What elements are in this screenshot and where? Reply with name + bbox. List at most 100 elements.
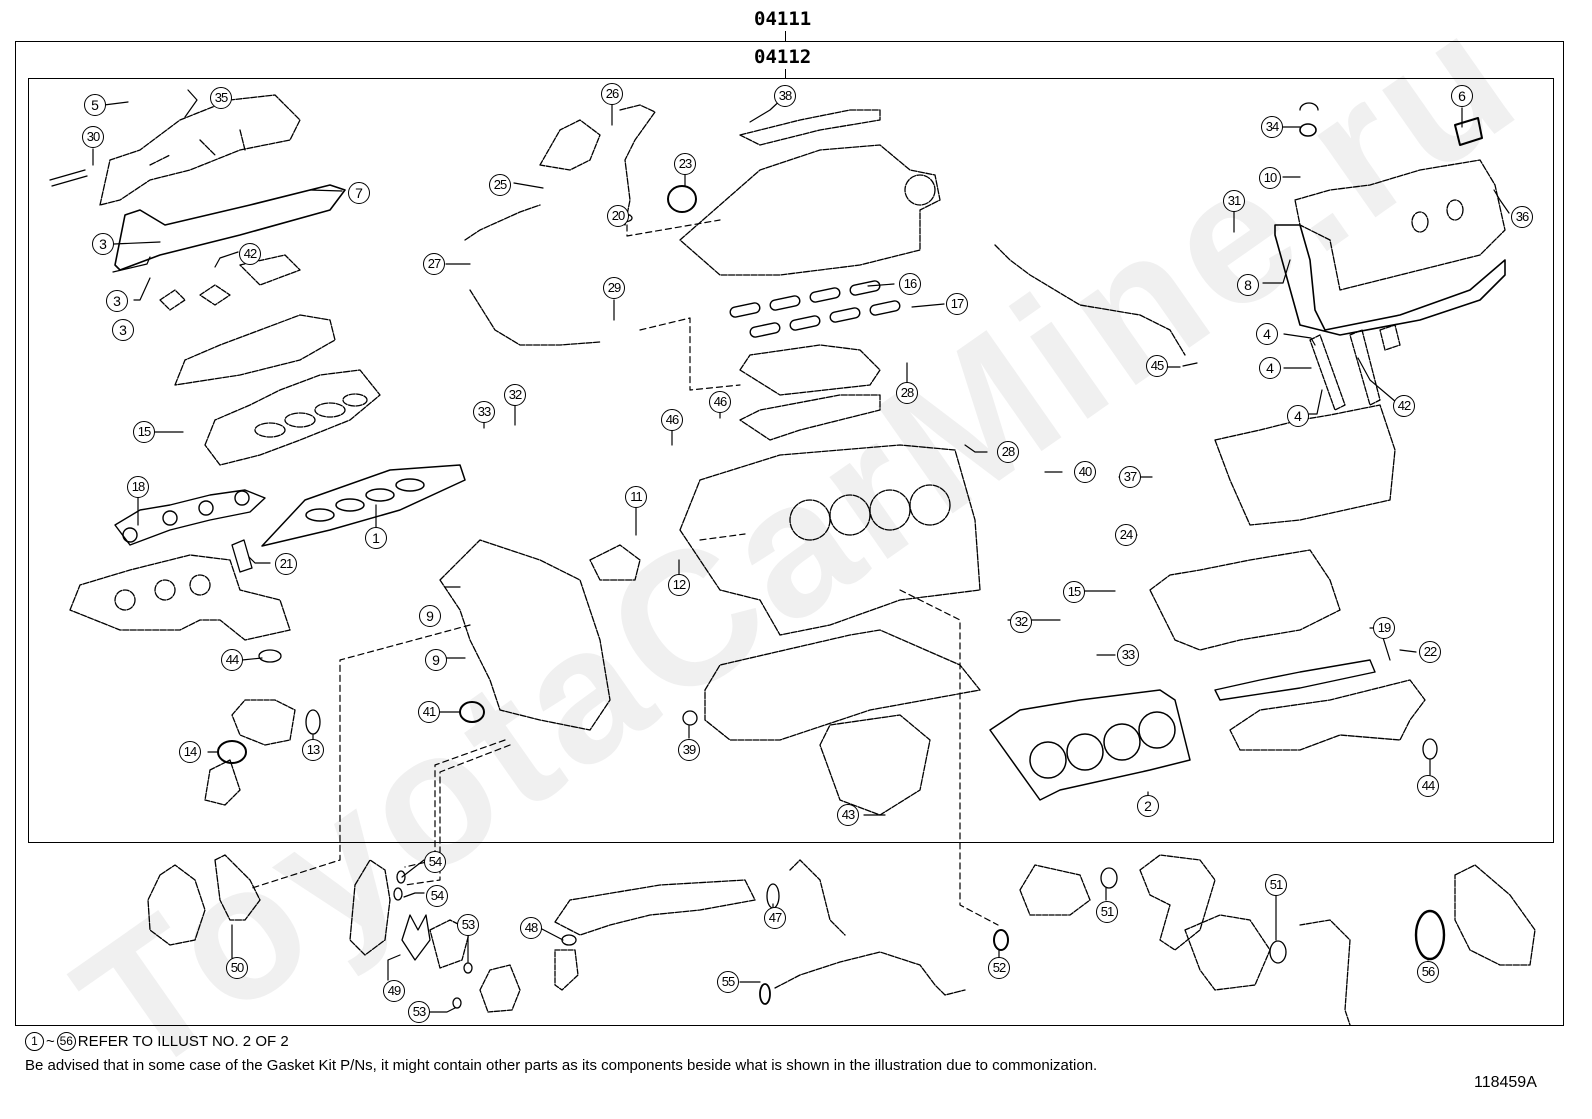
part-o-ring-53b (452, 997, 462, 1009)
callout-5[interactable]: 5 (84, 94, 106, 116)
callout-52[interactable]: 52 (988, 957, 1010, 979)
callout-42[interactable]: 42 (1393, 395, 1415, 417)
part-o-ring-54a (396, 870, 406, 884)
callout-39[interactable]: 39 (678, 739, 700, 761)
callout-7[interactable]: 7 (348, 182, 370, 204)
callout-32[interactable]: 32 (504, 384, 526, 406)
callout-33[interactable]: 33 (473, 401, 495, 423)
callout-46[interactable]: 46 (661, 409, 683, 431)
callout-9[interactable]: 9 (419, 605, 441, 627)
callout-23[interactable]: 23 (674, 153, 696, 175)
callout-9[interactable]: 9 (425, 649, 447, 671)
callout-11[interactable]: 11 (625, 486, 647, 508)
callout-54[interactable]: 54 (424, 851, 446, 873)
outer-kit-part-code[interactable]: 04111 (754, 8, 812, 30)
callout-3[interactable]: 3 (112, 319, 134, 341)
callout-56[interactable]: 56 (1417, 961, 1439, 983)
callout-15[interactable]: 15 (133, 421, 155, 443)
part-exhaust-manifold-gasket-left (114, 489, 266, 546)
callout-48[interactable]: 48 (520, 917, 542, 939)
part-gasket-49 (401, 914, 431, 961)
part-exhaust-manifold-left (69, 554, 291, 641)
callout-49[interactable]: 49 (383, 980, 405, 1002)
callout-51[interactable]: 51 (1265, 874, 1287, 896)
callout-30[interactable]: 30 (82, 126, 104, 148)
callout-22[interactable]: 22 (1419, 641, 1441, 663)
part-water-hose (774, 951, 966, 996)
range-start-callout: 1 (25, 1032, 44, 1051)
callout-26[interactable]: 26 (601, 83, 623, 105)
callout-3[interactable]: 3 (106, 290, 128, 312)
callout-1[interactable]: 1 (365, 527, 387, 549)
callout-53[interactable]: 53 (457, 914, 479, 936)
callout-54[interactable]: 54 (426, 885, 448, 907)
reference-text[interactable]: REFER TO ILLUST NO. 2 OF 2 (77, 1033, 289, 1050)
callout-43[interactable]: 43 (837, 804, 859, 826)
part-gasket-44-right (1422, 738, 1438, 760)
callout-17[interactable]: 17 (946, 293, 968, 315)
callout-12[interactable]: 12 (668, 574, 690, 596)
inner-kit-frame (28, 78, 1554, 843)
part-intake-port-gaskets-right (1309, 324, 1401, 411)
callout-21[interactable]: 21 (275, 553, 297, 575)
callout-28[interactable]: 28 (997, 441, 1019, 463)
callout-4[interactable]: 4 (1256, 323, 1278, 345)
callout-55[interactable]: 55 (717, 971, 739, 993)
callout-33[interactable]: 33 (1117, 644, 1139, 666)
callout-25[interactable]: 25 (489, 174, 511, 196)
part-valve-cover-left (99, 94, 301, 206)
part-valve-cover-gasket-left (114, 184, 346, 271)
leader-tick (785, 31, 786, 41)
callout-13[interactable]: 13 (302, 739, 324, 761)
part-gasket-44-left (258, 649, 282, 663)
callout-36[interactable]: 36 (1511, 206, 1533, 228)
illustration-id: 118459A (1474, 1074, 1537, 1091)
callout-40[interactable]: 40 (1074, 461, 1096, 483)
part-intake-manifold-gaskets (729, 280, 901, 338)
callout-51[interactable]: 51 (1096, 901, 1118, 923)
callout-31[interactable]: 31 (1223, 190, 1245, 212)
callout-8[interactable]: 8 (1237, 274, 1259, 296)
callout-46[interactable]: 46 (709, 391, 731, 413)
callout-34[interactable]: 34 (1261, 116, 1283, 138)
inner-kit-part-code[interactable]: 04112 (754, 46, 812, 68)
callout-38[interactable]: 38 (774, 85, 796, 107)
part-oil-cooler-plate (429, 919, 471, 969)
callout-42[interactable]: 42 (239, 243, 261, 265)
callout-14[interactable]: 14 (179, 741, 201, 763)
callout-47[interactable]: 47 (764, 907, 786, 929)
part-water-pump (147, 854, 261, 946)
callout-15[interactable]: 15 (1063, 581, 1085, 603)
callout-16[interactable]: 16 (899, 273, 921, 295)
callout-44[interactable]: 44 (1417, 775, 1439, 797)
callout-4[interactable]: 4 (1287, 405, 1309, 427)
callout-24[interactable]: 24 (1115, 524, 1137, 546)
callout-32[interactable]: 32 (1010, 611, 1032, 633)
leader-tick (785, 69, 786, 78)
callout-27[interactable]: 27 (423, 253, 445, 275)
part-gasket-23 (667, 185, 697, 213)
part-oil-dipstick-guide (994, 244, 1186, 356)
callout-28[interactable]: 28 (896, 382, 918, 404)
callout-53[interactable]: 53 (408, 1001, 430, 1023)
callout-44[interactable]: 44 (221, 649, 243, 671)
callout-50[interactable]: 50 (226, 957, 248, 979)
callout-41[interactable]: 41 (418, 701, 440, 723)
part-oil-pan (704, 629, 981, 816)
part-head-gasket-right (989, 689, 1191, 801)
callout-3[interactable]: 3 (92, 233, 114, 255)
callout-45[interactable]: 45 (1146, 355, 1168, 377)
callout-19[interactable]: 19 (1373, 617, 1395, 639)
part-o-ring-54b (393, 887, 403, 901)
callout-35[interactable]: 35 (210, 87, 232, 109)
callout-2[interactable]: 2 (1137, 795, 1159, 817)
callout-6[interactable]: 6 (1451, 85, 1473, 107)
part-intake-manifold (679, 109, 941, 276)
callout-10[interactable]: 10 (1259, 167, 1281, 189)
callout-37[interactable]: 37 (1119, 466, 1141, 488)
callout-20[interactable]: 20 (607, 205, 629, 227)
callout-18[interactable]: 18 (127, 476, 149, 498)
callout-29[interactable]: 29 (603, 277, 625, 299)
callout-4[interactable]: 4 (1259, 357, 1281, 379)
